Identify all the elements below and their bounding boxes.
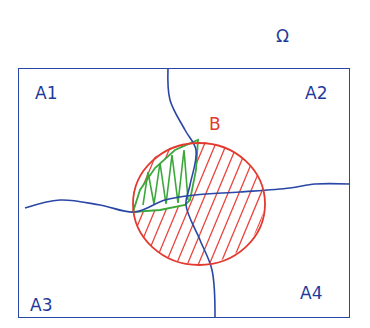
hatch-stroke bbox=[240, 138, 295, 270]
circle-outline bbox=[133, 143, 265, 265]
hatch-stroke bbox=[251, 138, 306, 270]
circle-outline-svg bbox=[131, 141, 267, 267]
region-label: A2 bbox=[305, 84, 327, 104]
hatch-stroke bbox=[75, 138, 130, 270]
partition-region: A2 bbox=[302, 81, 331, 107]
region-label: A3 bbox=[30, 296, 52, 316]
region-label: B bbox=[209, 115, 221, 135]
set-label: Ω bbox=[276, 27, 289, 47]
hatch-stroke bbox=[207, 138, 262, 270]
partition-region: A4 bbox=[297, 281, 326, 307]
region-label: A1 bbox=[35, 84, 57, 104]
region-label: A4 bbox=[300, 284, 322, 304]
partition-region: A3 bbox=[27, 293, 56, 319]
partition-curve bbox=[168, 68, 215, 318]
hatch-stroke bbox=[229, 138, 284, 270]
event-circle: B bbox=[131, 141, 267, 267]
partition-region: A1 bbox=[32, 81, 61, 107]
sample-space-box: ΩA1A2A3A4B bbox=[18, 68, 350, 318]
partition-curve bbox=[25, 184, 350, 212]
hatch-stroke bbox=[262, 138, 317, 270]
partition-lines bbox=[25, 68, 350, 318]
